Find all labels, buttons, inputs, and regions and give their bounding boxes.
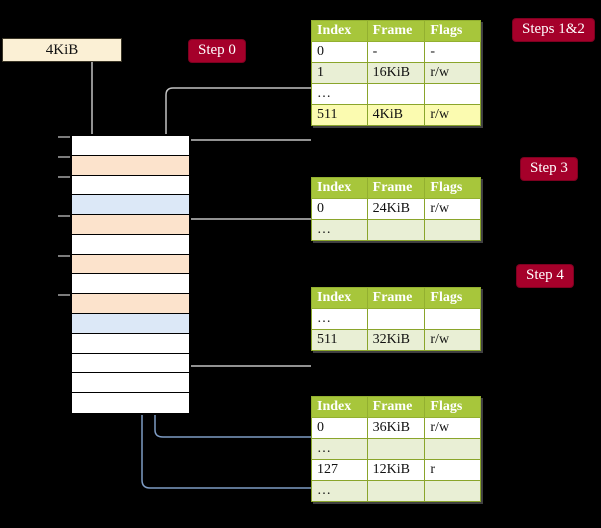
- source-frame-label: 4KiB: [45, 41, 79, 58]
- cell-flags: r/w: [424, 417, 481, 439]
- cell-frame: -: [366, 41, 426, 63]
- table-row: …: [311, 438, 481, 460]
- column-header-index: Index: [311, 20, 368, 42]
- physical-memory-column: [70, 134, 191, 415]
- cell-index: 127: [311, 459, 368, 481]
- cell-index: 511: [311, 104, 368, 126]
- cell-flags: r/w: [424, 198, 481, 220]
- memory-row-tick: [58, 254, 70, 257]
- cell-index: 1: [311, 62, 368, 84]
- memory-frame-row: [72, 155, 189, 176]
- cell-flags: [424, 83, 481, 105]
- cell-index: …: [311, 219, 368, 241]
- badge-step-4: Step 4: [517, 265, 573, 287]
- badge-step-0-label: Step 0: [198, 42, 236, 58]
- column-header-index: Index: [311, 287, 368, 309]
- badge-step-3-label: Step 3: [530, 160, 568, 176]
- memory-row-tick: [58, 175, 70, 178]
- cell-index: 0: [311, 41, 368, 63]
- cell-flags: r/w: [424, 104, 481, 126]
- cell-frame: [366, 219, 426, 241]
- column-header-frame: Frame: [366, 20, 426, 42]
- memory-frame-row: [72, 234, 189, 255]
- cell-frame: [366, 83, 426, 105]
- cell-flags: r/w: [424, 62, 481, 84]
- table-row: …: [311, 308, 481, 330]
- cell-frame: [366, 480, 426, 502]
- cell-index: …: [311, 83, 368, 105]
- cell-frame: 16KiB: [366, 62, 426, 84]
- column-header-frame: Frame: [366, 396, 426, 418]
- badge-step-4-label: Step 4: [526, 267, 564, 283]
- column-header-index: Index: [311, 396, 368, 418]
- memory-frame-row: [72, 136, 189, 156]
- cell-frame: 4KiB: [366, 104, 426, 126]
- memory-frame-row: [72, 254, 189, 275]
- cell-frame: 12KiB: [366, 459, 426, 481]
- cell-flags: r/w: [424, 329, 481, 351]
- table-row: …: [311, 480, 481, 502]
- memory-frame-row: [72, 353, 189, 374]
- table-row: …: [311, 219, 481, 241]
- column-header-flags: Flags: [424, 287, 481, 309]
- badge-steps-1-2: Steps 1&2: [513, 19, 594, 41]
- column-header-frame: Frame: [366, 287, 426, 309]
- cell-flags: [424, 480, 481, 502]
- cell-index: …: [311, 480, 368, 502]
- cell-frame: 24KiB: [366, 198, 426, 220]
- memory-frame-row: [72, 274, 189, 295]
- badge-step-3: Step 3: [521, 158, 577, 180]
- cell-index: 511: [311, 329, 368, 351]
- cell-index: 0: [311, 198, 368, 220]
- source-frame-box: 4KiB: [2, 38, 122, 62]
- badge-steps-1-2-label: Steps 1&2: [522, 21, 585, 37]
- memory-frame-row: [72, 195, 189, 216]
- column-header-flags: Flags: [424, 177, 481, 199]
- cell-index: 0: [311, 417, 368, 439]
- memory-frame-row: [72, 393, 189, 413]
- table-row: 0--: [311, 41, 481, 63]
- memory-frame-row: [72, 333, 189, 354]
- cell-index: …: [311, 438, 368, 460]
- column-header-flags: Flags: [424, 396, 481, 418]
- cell-frame: 36KiB: [366, 417, 426, 439]
- column-header-index: Index: [311, 177, 368, 199]
- memory-row-tick: [58, 294, 70, 297]
- memory-frame-row: [72, 314, 189, 334]
- cell-frame: 32KiB: [366, 329, 426, 351]
- table-row: …: [311, 83, 481, 105]
- cell-frame: [366, 438, 426, 460]
- cell-flags: [424, 219, 481, 241]
- memory-frame-row: [72, 294, 189, 315]
- cell-flags: r: [424, 459, 481, 481]
- cell-flags: -: [424, 41, 481, 63]
- badge-step-0: Step 0: [189, 40, 245, 62]
- column-header-flags: Flags: [424, 20, 481, 42]
- cell-flags: [424, 438, 481, 460]
- memory-frame-row: [72, 215, 189, 235]
- memory-row-tick: [58, 215, 70, 218]
- column-header-frame: Frame: [366, 177, 426, 199]
- memory-row-tick: [58, 155, 70, 158]
- memory-frame-row: [72, 175, 189, 196]
- cell-frame: [366, 308, 426, 330]
- cell-index: …: [311, 308, 368, 330]
- cell-flags: [424, 308, 481, 330]
- memory-row-tick: [58, 136, 70, 138]
- memory-frame-row: [72, 373, 189, 394]
